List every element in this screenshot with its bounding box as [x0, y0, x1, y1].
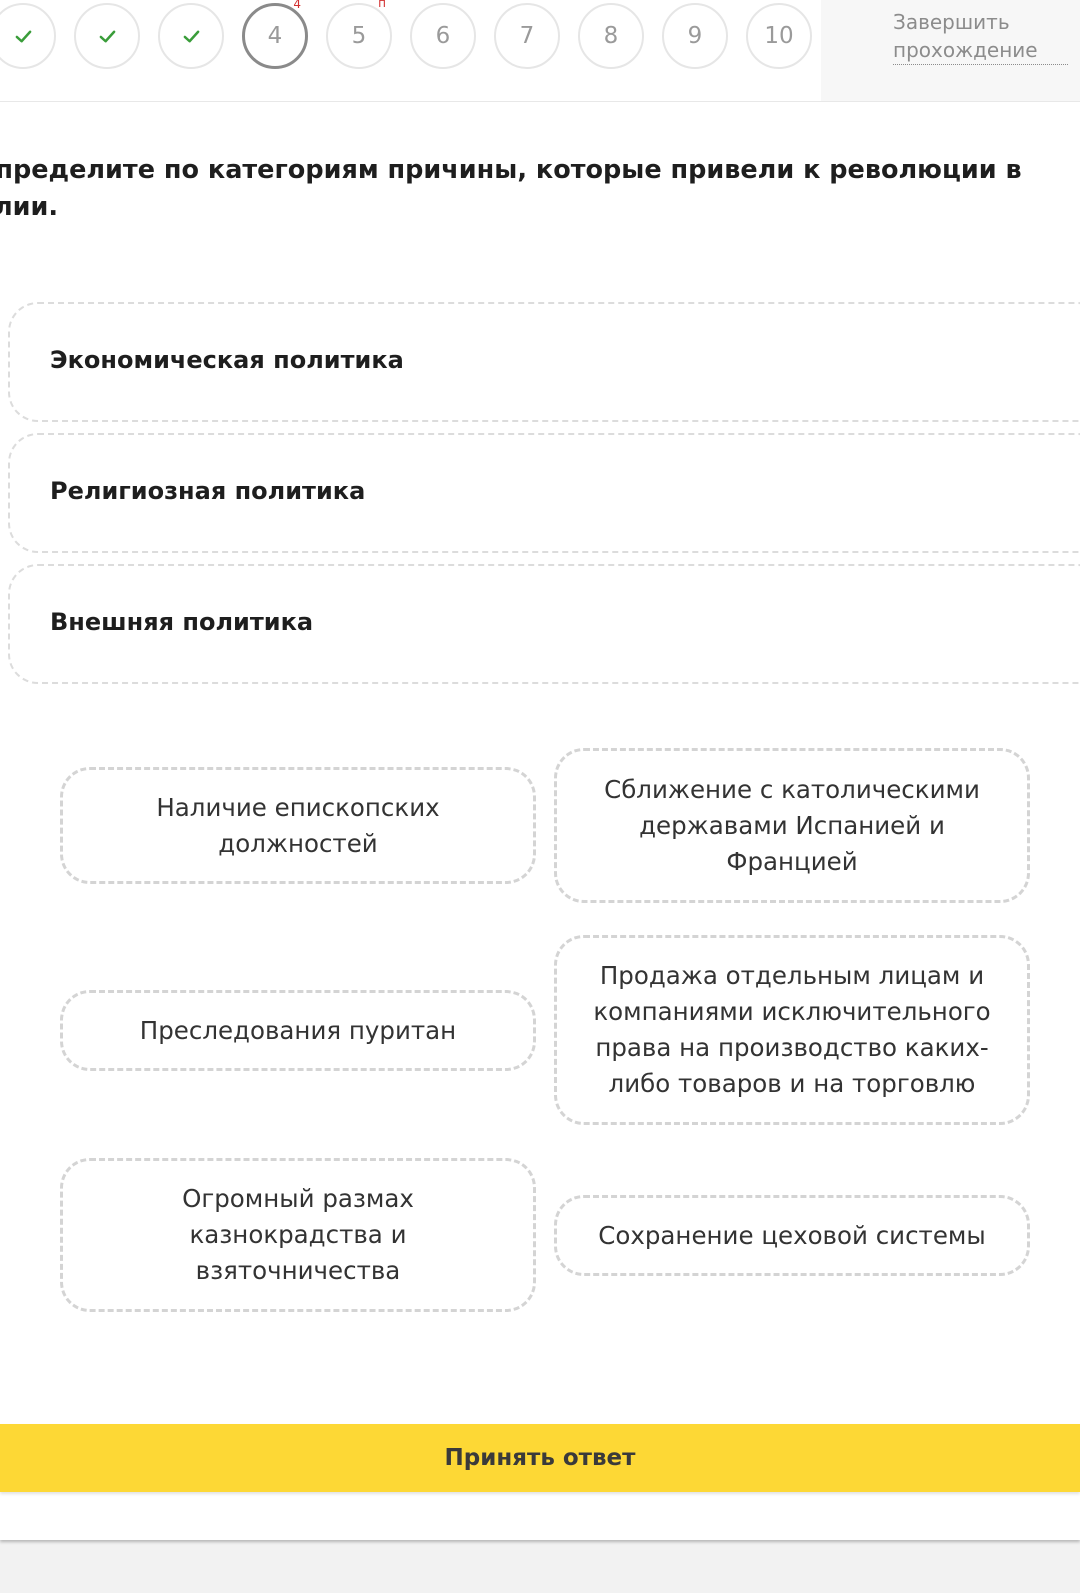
category-economic[interactable]: Экономическая политика	[8, 302, 1080, 422]
step-6[interactable]: 6	[410, 3, 476, 69]
answer-text: Преследования пуритан	[139, 1015, 457, 1045]
progress-header: 4 4 5 п 6 7 8 9 10 Завершить прохождение	[0, 0, 1080, 102]
answer-text: Продажа отдельным лицам и компаниями иск…	[593, 961, 991, 1098]
answer-card[interactable]: Преследования пуритан	[60, 990, 536, 1071]
category-foreign[interactable]: Внешняя политика	[8, 564, 1080, 684]
question-text: аспределите по категориям причины, котор…	[0, 155, 1022, 222]
step-number: 8	[603, 23, 619, 49]
step-badge: п	[378, 0, 386, 10]
answer-card[interactable]: Огромный размах казнокрадства и взяточни…	[60, 1158, 536, 1312]
step-number: 10	[764, 23, 794, 49]
step-number: 6	[435, 23, 451, 49]
answer-text: Сближение с католическими державами Испа…	[604, 774, 980, 876]
step-5[interactable]: 5 п	[326, 0, 392, 69]
step-badge: 4	[293, 0, 301, 11]
check-icon	[99, 30, 115, 42]
answer-card[interactable]: Сближение с католическими державами Испа…	[554, 748, 1030, 903]
step-10[interactable]: 10	[746, 3, 812, 69]
answer-text: Огромный размах казнокрадства и взяточни…	[182, 1184, 414, 1285]
submit-answer-button[interactable]: Принять ответ	[0, 1424, 1080, 1492]
step-number: 4	[267, 23, 283, 49]
quiz-page: 4 4 5 п 6 7 8 9 10 Завершить прохождение	[0, 0, 1080, 1540]
step-7[interactable]: 7	[494, 3, 560, 69]
submit-label: Принять ответ	[444, 1445, 636, 1471]
step-1-done[interactable]	[0, 3, 56, 69]
step-3-done[interactable]	[158, 3, 224, 69]
answer-card[interactable]: Наличие епископских должностей	[60, 767, 536, 884]
step-4-current[interactable]: 4 4	[242, 0, 308, 69]
finish-line-1: Завершить	[893, 10, 1010, 34]
check-icon	[15, 30, 31, 42]
category-label: Экономическая политика	[50, 346, 404, 374]
step-2-done[interactable]	[74, 3, 140, 69]
finish-link[interactable]: Завершить прохождение	[893, 8, 1068, 65]
step-number: 7	[519, 23, 535, 49]
step-9[interactable]: 9	[662, 3, 728, 69]
step-number: 9	[687, 23, 703, 49]
check-icon	[183, 30, 199, 42]
category-religious[interactable]: Религиозная политика	[8, 433, 1080, 553]
step-number: 5	[351, 23, 367, 49]
answer-card[interactable]: Сохранение цеховой системы	[554, 1195, 1030, 1276]
answer-text: Наличие епископских должностей	[156, 792, 440, 858]
finish-panel: Завершить прохождение	[821, 0, 1080, 101]
category-label: Внешняя политика	[50, 608, 314, 636]
step-8[interactable]: 8	[578, 3, 644, 69]
finish-line-2: прохождение	[893, 36, 1068, 65]
answer-card[interactable]: Продажа отдельным лицам и компаниями иск…	[554, 935, 1030, 1125]
category-label: Религиозная политика	[50, 477, 366, 505]
answer-text: Сохранение цеховой системы	[598, 1220, 986, 1250]
